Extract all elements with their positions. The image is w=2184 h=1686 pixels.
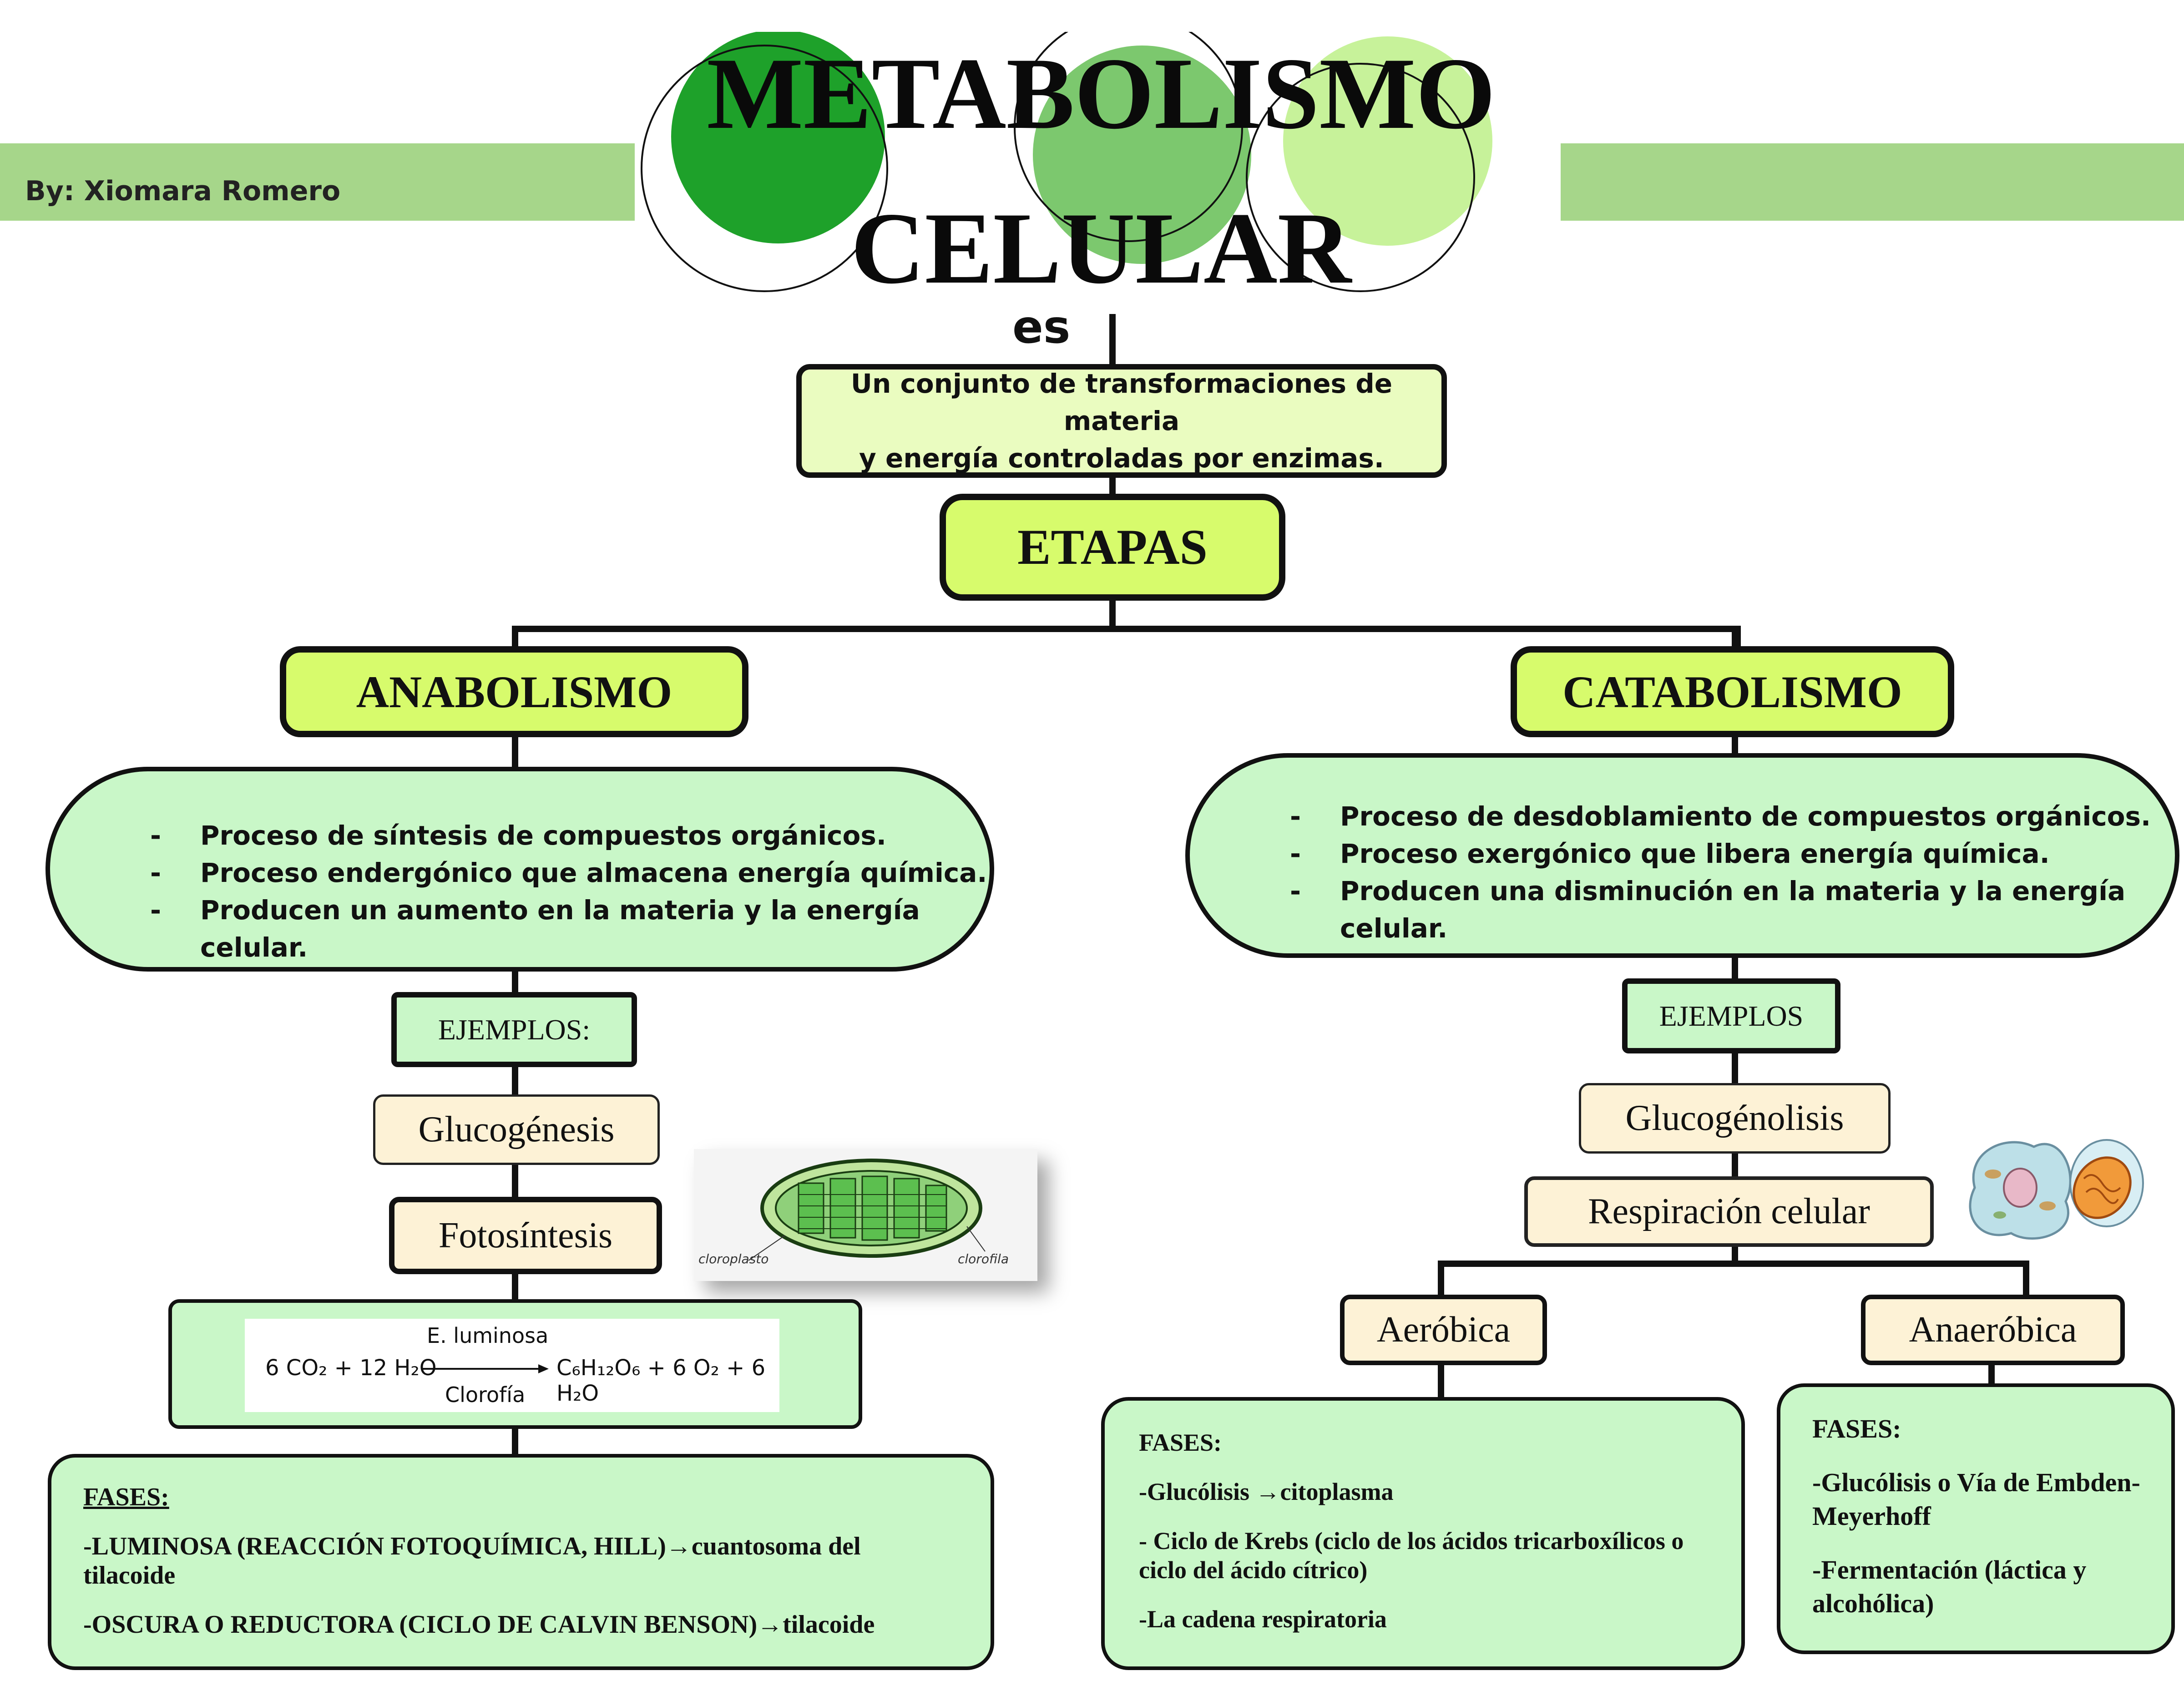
equation-box: 6 CO₂ + 12 H₂O E. luminosa Clorofía C₆H₁… — [168, 1299, 862, 1429]
equation-panel: 6 CO₂ + 12 H₂O E. luminosa Clorofía C₆H₁… — [245, 1319, 779, 1412]
anabolismo-bullet-3: Producen un aumento en la materia y la e… — [150, 891, 990, 966]
circle-mid-outline — [1014, 32, 1243, 242]
title-circles — [641, 32, 1492, 292]
anaerobica-fase-2: -Fermentación (láctica y alcohólica) — [1812, 1555, 2087, 1618]
author-label: By: Xiomara Romero — [25, 175, 341, 207]
anaerobica-fase-1: -Glucólisis o Vía de Embden- Meyerhoff — [1812, 1468, 2140, 1531]
anabolismo-title: ANABOLISMO — [280, 646, 748, 737]
header-bar-left — [0, 143, 635, 221]
header-bar-right — [1561, 143, 2184, 221]
cat-line-3 — [1732, 1053, 1738, 1083]
aerobica-title: Aeróbica — [1340, 1295, 1547, 1365]
anabolismo-ejemplos: EJEMPLOS: — [391, 992, 637, 1067]
cell-images — [1956, 1124, 2166, 1251]
catabolismo-bullet-2: Proceso exergónico que libera energía qu… — [1290, 835, 2175, 872]
catabolismo-ejemplos: EJEMPLOS — [1622, 978, 1840, 1053]
anaerobica-fases-heading: FASES: — [1812, 1414, 1901, 1443]
anabolismo-bullet-2: Proceso endergónico que almacena energía… — [150, 854, 990, 891]
anabolismo-description: Proceso de síntesis de compuestos orgáni… — [46, 767, 994, 972]
anabolismo-bullet-1: Proceso de síntesis de compuestos orgáni… — [150, 817, 990, 854]
anabolismo-fases-heading: FASES: — [83, 1483, 169, 1511]
aerobica-line — [1438, 1365, 1444, 1399]
ana-line-4 — [512, 1165, 518, 1197]
example-glucogenolisis: Glucogénolisis — [1579, 1083, 1891, 1154]
example-glucogenesis: Glucogénesis — [373, 1094, 660, 1165]
cat-line-4 — [1732, 1154, 1738, 1176]
catabolismo-title: CATABOLISMO — [1511, 646, 1954, 737]
cat-line-2 — [1732, 958, 1738, 981]
anabolismo-fase-1: -LUMINOSA (REACCIÓN FOTOQUÍMICA, HILL)→c… — [83, 1532, 861, 1590]
cat-line-0 — [1732, 626, 1738, 648]
circle-dark — [671, 32, 885, 243]
anaerobica-title: Anaeróbica — [1861, 1295, 2125, 1365]
cat-line-1 — [1732, 737, 1738, 755]
equation-below-arrow: Clorofía — [445, 1382, 526, 1407]
connector-es: es — [1012, 300, 1071, 354]
etapas-box: ETAPAS — [940, 494, 1285, 601]
connector-line — [1109, 314, 1116, 365]
equation-products: C₆H₁₂O₆ + 6 O₂ + 6 H₂O — [556, 1355, 766, 1406]
anaerobica-line — [1988, 1365, 1995, 1386]
equation-reactants: 6 CO₂ + 12 H₂O — [265, 1355, 437, 1381]
cat-branch-line — [1438, 1261, 2029, 1267]
aerobica-fase-1: -Glucólisis →citoplasma — [1139, 1478, 1394, 1505]
circle-light-outline — [1246, 63, 1475, 292]
cat-branch-left-drop — [1438, 1261, 1444, 1295]
ana-line-6 — [512, 1429, 518, 1456]
catabolismo-bullet-3: Producen una disminución en la materia y… — [1290, 872, 2175, 947]
chloroplast-label-right: clorofila — [958, 1251, 1009, 1266]
def-to-etapas-line — [1109, 478, 1116, 496]
ana-line-1 — [512, 737, 518, 769]
catabolismo-description: Proceso de desdoblamiento de compuestos … — [1185, 753, 2179, 958]
definition-line-1: Un conjunto de transformaciones de mater… — [850, 368, 1393, 436]
aerobica-fases-box: FASES: -Glucólisis →citoplasma - Ciclo d… — [1101, 1397, 1745, 1670]
ana-line-3 — [512, 1067, 518, 1094]
example-fotosintesis: Fotosíntesis — [389, 1197, 662, 1274]
definition-box: Un conjunto de transformaciones de mater… — [796, 364, 1447, 478]
catabolismo-bullet-1: Proceso de desdoblamiento de compuestos … — [1290, 798, 2175, 835]
circle-dark-outline — [641, 45, 888, 292]
ana-line-5 — [512, 1274, 518, 1301]
ana-line-2 — [512, 972, 518, 994]
chloroplast-image: cloroplasto clorofila — [694, 1149, 1037, 1281]
title-line-2: CELULAR — [850, 191, 1352, 305]
aerobica-fase-3: -La cadena respiratoria — [1139, 1605, 1387, 1633]
circle-light — [1283, 36, 1492, 246]
branch-left-drop — [512, 626, 518, 648]
etapas-down-line — [1109, 601, 1116, 628]
aerobica-fase-2: - Ciclo de Krebs (ciclo de los ácidos tr… — [1139, 1527, 1684, 1584]
branch-line — [512, 626, 1740, 632]
circle-mid — [1033, 46, 1251, 264]
chloroplast-label-left: cloroplasto — [698, 1251, 769, 1266]
cell-drawing — [1969, 1139, 2144, 1240]
definition-line-2: y energía controladas por enzimas. — [859, 443, 1384, 474]
anaerobica-fases-box: FASES: -Glucólisis o Vía de Embden- Meye… — [1777, 1383, 2175, 1654]
anabolismo-fases-box: FASES: -LUMINOSA (REACCIÓN FOTOQUÍMICA, … — [48, 1454, 994, 1670]
title-line-1: METABOLISMO — [707, 36, 1496, 150]
anabolismo-fase-2: -OSCURA O REDUCTORA (CICLO DE CALVIN BEN… — [83, 1610, 875, 1639]
example-respiracion: Respiración celular — [1524, 1176, 1934, 1247]
aerobica-fases-heading: FASES: — [1139, 1429, 1222, 1456]
equation-above-arrow: E. luminosa — [427, 1323, 549, 1348]
cat-branch-right-drop — [2023, 1261, 2029, 1295]
chloroplast-drawing — [748, 1159, 986, 1261]
equation-arrow — [422, 1364, 549, 1373]
